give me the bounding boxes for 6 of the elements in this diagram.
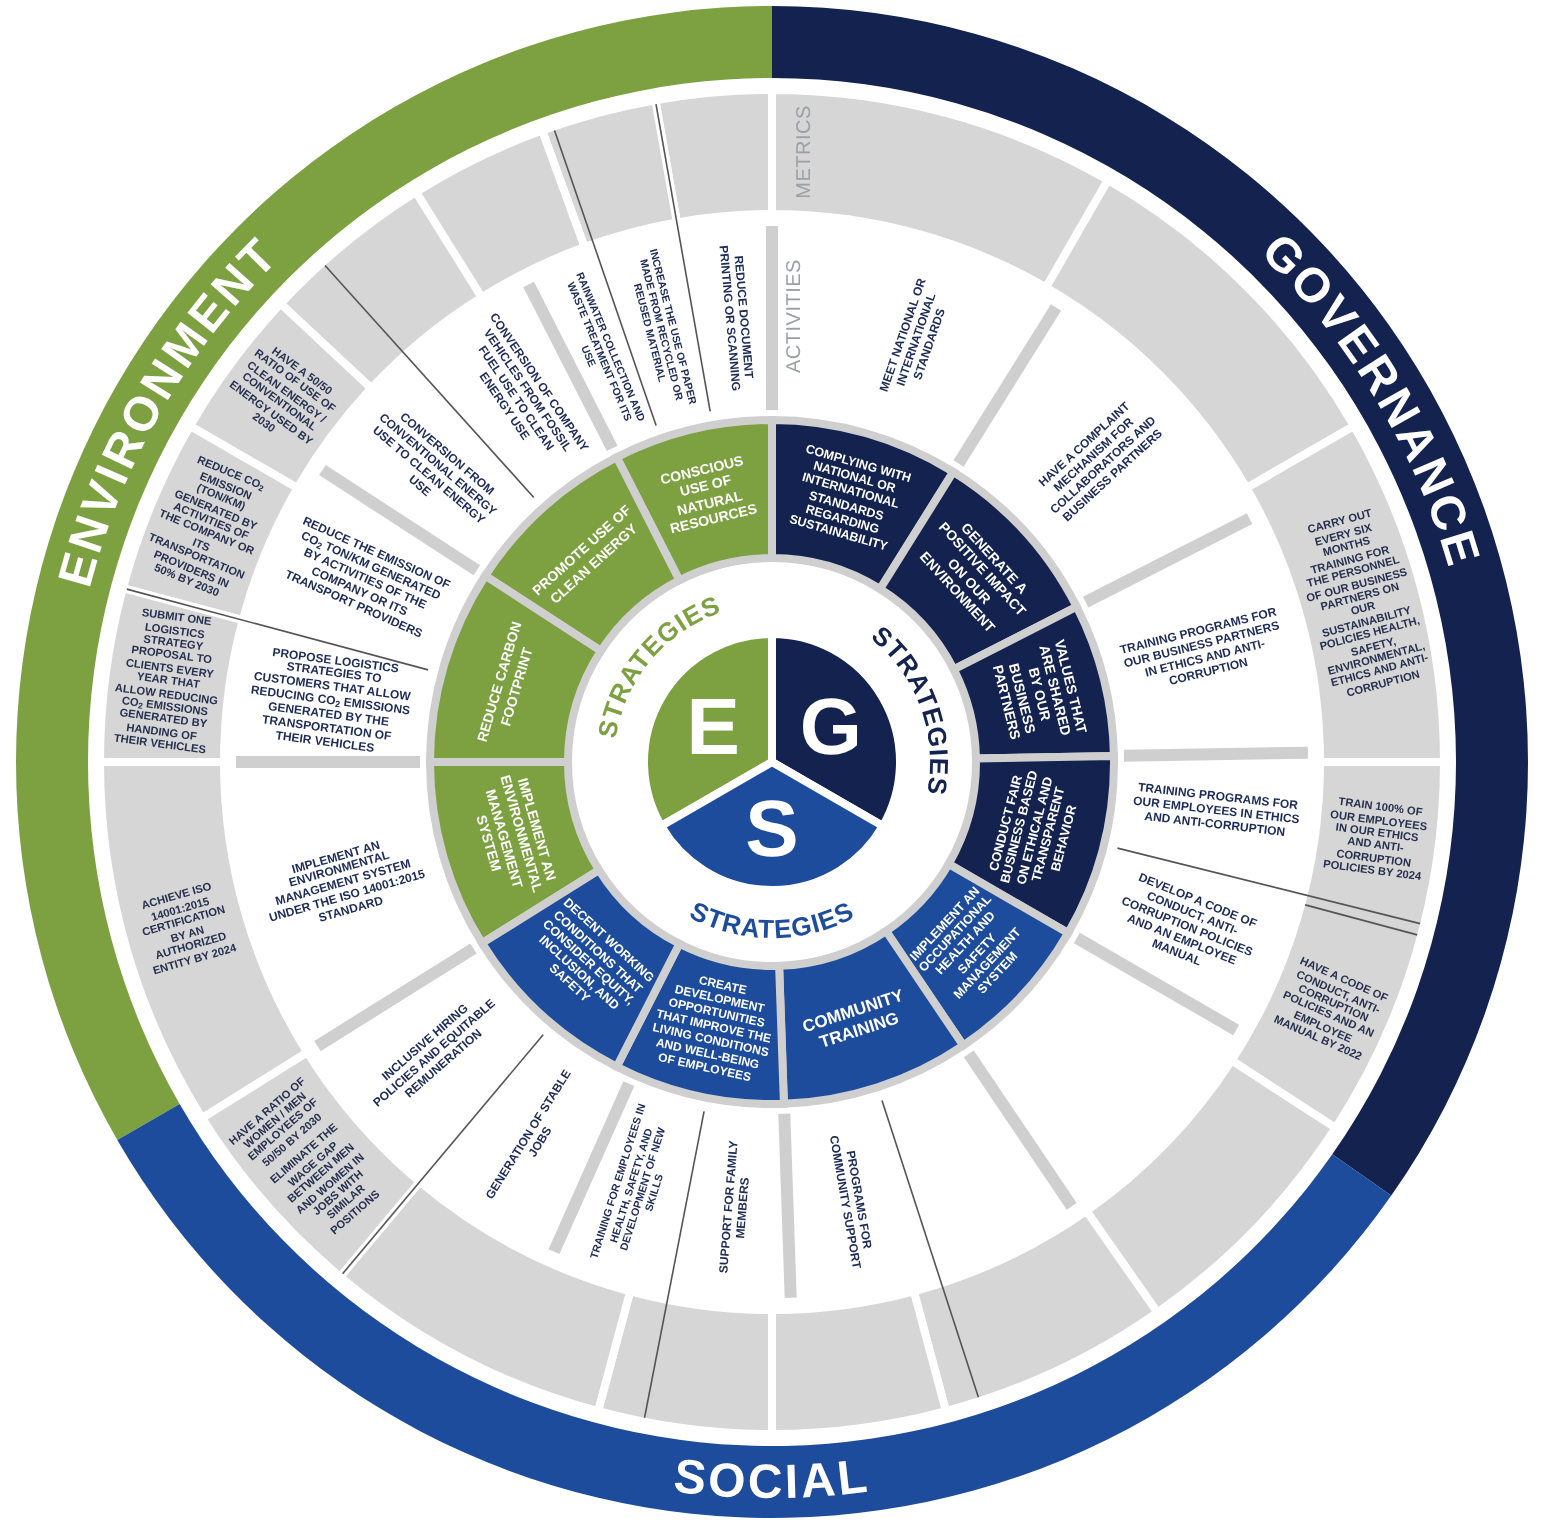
pillar-letter: S <box>732 786 812 874</box>
ring-label: METRICS <box>794 104 819 204</box>
section-title: STRATEGIES <box>685 895 859 945</box>
pillar-letter: G <box>790 684 871 772</box>
ring-label: ACTIVITIES <box>784 257 809 377</box>
category-title: SOCIAL <box>671 1449 873 1511</box>
